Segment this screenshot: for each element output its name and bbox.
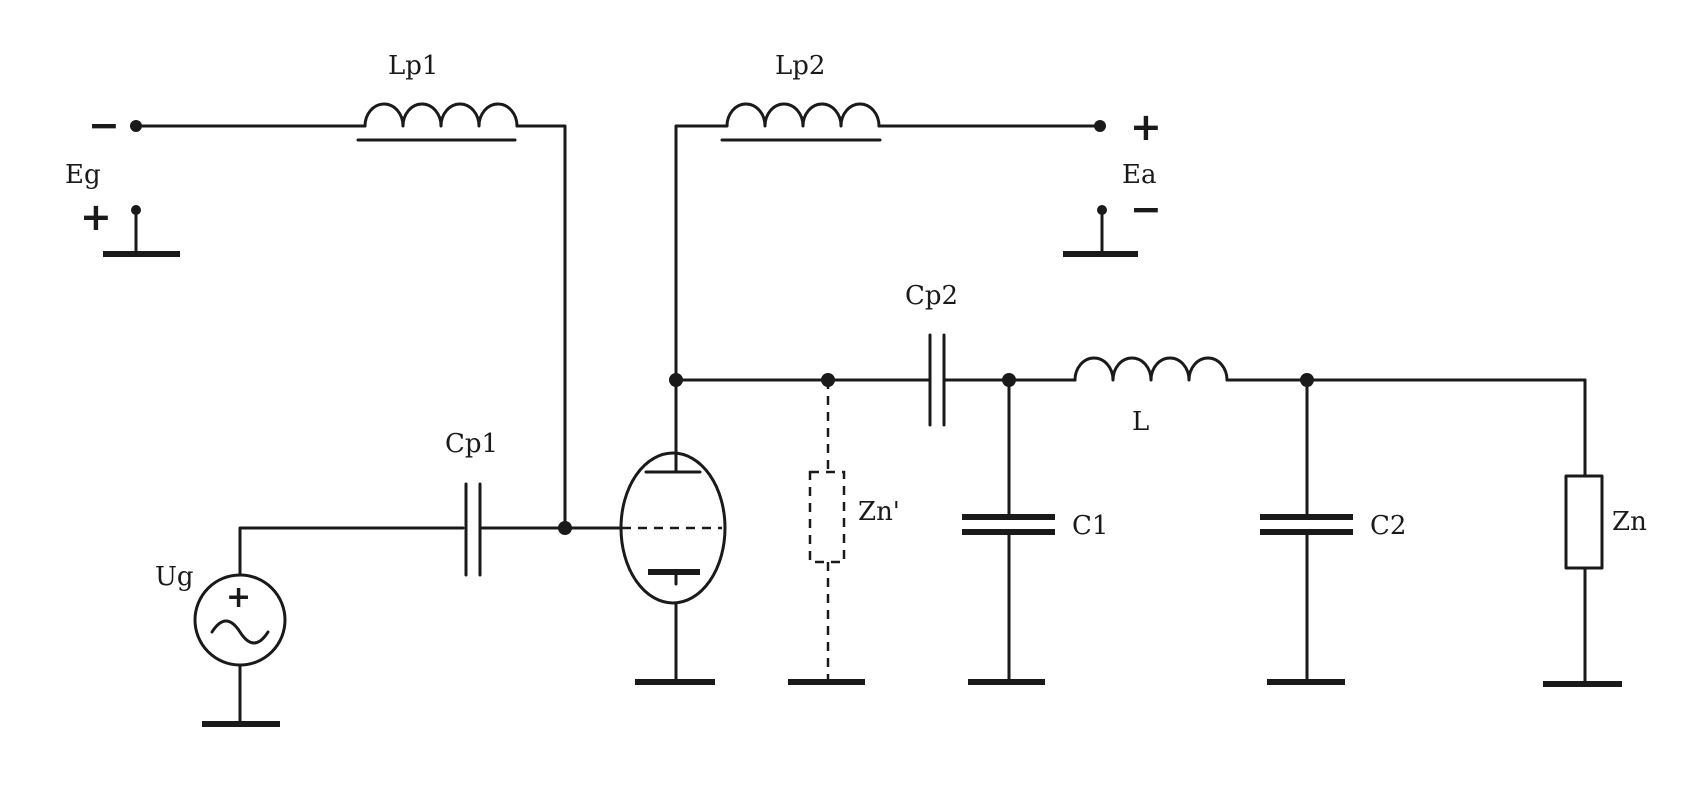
inductor-lp2: Lp2 — [720, 51, 882, 142]
inductor-lp1: Lp1 — [356, 51, 519, 142]
l-coil — [1073, 356, 1229, 382]
capacitor-cp1: Cp1 — [445, 429, 498, 577]
zn-prime-label: Zn' — [858, 497, 900, 527]
plate-supply: + Ea − — [1063, 105, 1162, 257]
lp2-label: Lp2 — [775, 51, 825, 81]
lp1-coil — [363, 102, 519, 128]
eg-label: Eg — [65, 160, 101, 190]
zn-resistor — [1564, 474, 1604, 570]
signal-source-ug: + Ug — [155, 562, 287, 727]
lp1-label: Lp1 — [388, 51, 438, 81]
cp2-label: Cp2 — [905, 281, 958, 311]
grid-bias-supply: − Eg + — [65, 103, 180, 257]
eg-minus-sign: − — [88, 103, 120, 147]
capacitor-c1: C1 — [962, 378, 1108, 685]
ug-label: Ug — [155, 562, 194, 592]
sine-wave-icon — [210, 619, 270, 645]
c1-label: C1 — [1072, 511, 1108, 541]
capacitor-cp2: Cp2 — [905, 281, 958, 427]
inductor-l: L — [1073, 356, 1229, 437]
cp1-label: Cp1 — [445, 429, 498, 459]
l-label: L — [1132, 407, 1149, 437]
vacuum-tube-triode — [619, 451, 727, 605]
zn-label: Zn — [1612, 507, 1647, 537]
wire — [515, 124, 567, 530]
load-zn: Zn — [1543, 378, 1647, 687]
capacitor-c2: C2 — [1260, 378, 1406, 685]
ea-label: Ea — [1122, 160, 1156, 190]
wire — [674, 124, 729, 372]
lp2-coil — [725, 102, 881, 128]
ea-minus-sign: − — [1130, 187, 1162, 231]
ea-plus-sign: + — [1130, 105, 1162, 149]
zn-prime-resistor — [808, 470, 846, 564]
tube-envelope — [619, 451, 727, 605]
eg-plus-sign: + — [80, 195, 112, 239]
wire — [238, 526, 465, 577]
c2-label: C2 — [1370, 511, 1406, 541]
ug-plus-sign: + — [226, 580, 251, 615]
ea-positive-terminal — [1094, 120, 1106, 132]
grid-junction-dot — [558, 521, 572, 535]
equivalent-load-zn-prime: Zn' — [788, 380, 900, 685]
